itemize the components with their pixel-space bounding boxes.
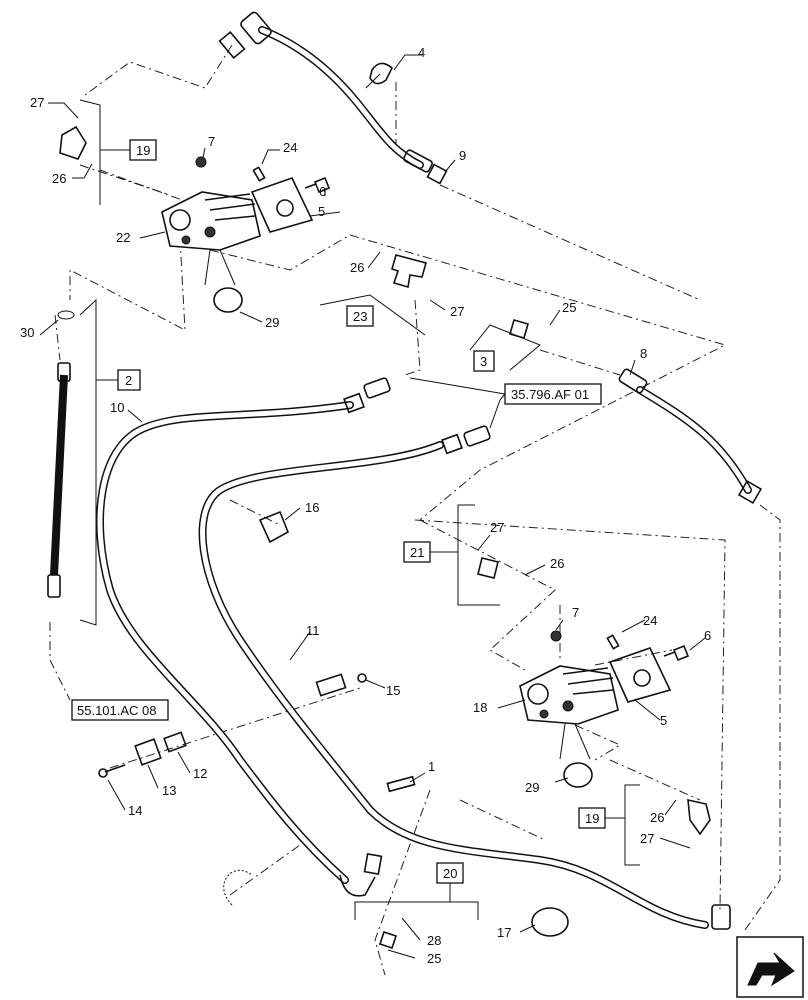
callout-26: 26 — [550, 556, 564, 571]
box-2[interactable]: 2 — [117, 369, 141, 391]
boxed-callouts: 19 2 23 3 21 19 20 35.796.AF 01 — [71, 139, 606, 884]
callout-27: 27 — [450, 304, 464, 319]
callout-17: 17 — [497, 925, 511, 940]
callout-13: 13 — [162, 783, 176, 798]
svg-text:19: 19 — [136, 143, 150, 158]
fittings — [47, 11, 763, 950]
box-19-bottom[interactable]: 19 — [578, 807, 606, 829]
group-brackets — [79, 99, 640, 920]
pump-18 — [519, 665, 619, 760]
box-19-top[interactable]: 19 — [129, 139, 157, 161]
callout-6: 6 — [319, 184, 326, 199]
callout-16: 16 — [305, 500, 319, 515]
callout-15: 15 — [386, 683, 400, 698]
callout-27: 27 — [490, 520, 504, 535]
callout-7: 7 — [208, 134, 215, 149]
callout-28: 28 — [427, 933, 441, 948]
svg-text:23: 23 — [353, 309, 367, 324]
callout-18: 18 — [473, 700, 487, 715]
callout-6: 6 — [704, 628, 711, 643]
callout-25: 25 — [427, 951, 441, 966]
callout-26: 26 — [650, 810, 664, 825]
pump-22 — [161, 191, 261, 286]
callout-27: 27 — [640, 831, 654, 846]
callout-14: 14 — [128, 803, 142, 818]
box-20[interactable]: 20 — [436, 862, 464, 884]
svg-text:20: 20 — [443, 866, 457, 881]
callout-29: 29 — [525, 780, 539, 795]
svg-text:19: 19 — [585, 811, 599, 826]
hoses — [50, 26, 752, 929]
leader-lines — [49, 44, 781, 976]
svg-text:55.101.AC 08: 55.101.AC 08 — [77, 703, 157, 718]
callout-4: 4 — [418, 45, 425, 60]
callout-numbers: 27 26 22 7 24 6 5 29 4 9 26 27 25 8 30 1… — [20, 45, 711, 966]
callout-8: 8 — [640, 346, 647, 361]
callout-11: 11 — [306, 623, 320, 638]
callout-29: 29 — [265, 315, 279, 330]
callout-5: 5 — [660, 713, 667, 728]
next-page-arrow-icon[interactable] — [736, 936, 804, 998]
callout-22: 22 — [116, 230, 130, 245]
callout-26: 26 — [350, 260, 364, 275]
callout-26: 26 — [52, 171, 66, 186]
callout-1: 1 — [428, 759, 435, 774]
callout-12: 12 — [193, 766, 207, 781]
box-23[interactable]: 23 — [346, 305, 374, 327]
reference-pointer — [409, 377, 506, 429]
callout-pointers — [39, 54, 706, 959]
reference-55-101-ac-08[interactable]: 55.101.AC 08 — [71, 699, 169, 721]
callout-9: 9 — [459, 148, 466, 163]
svg-text:2: 2 — [125, 373, 132, 388]
callout-25: 25 — [562, 300, 576, 315]
svg-text:35.796.AF 01: 35.796.AF 01 — [511, 387, 589, 402]
svg-text:21: 21 — [410, 545, 424, 560]
callout-10: 10 — [110, 400, 124, 415]
box-21[interactable]: 21 — [403, 541, 431, 563]
reference-35-796-af-01[interactable]: 35.796.AF 01 — [504, 383, 602, 405]
callout-7: 7 — [572, 605, 579, 620]
callout-27: 27 — [30, 95, 44, 110]
svg-text:3: 3 — [480, 354, 487, 369]
callout-5: 5 — [318, 204, 325, 219]
callout-30: 30 — [20, 325, 34, 340]
callout-24: 24 — [283, 140, 297, 155]
callout-24: 24 — [643, 613, 657, 628]
box-3[interactable]: 3 — [473, 350, 495, 372]
